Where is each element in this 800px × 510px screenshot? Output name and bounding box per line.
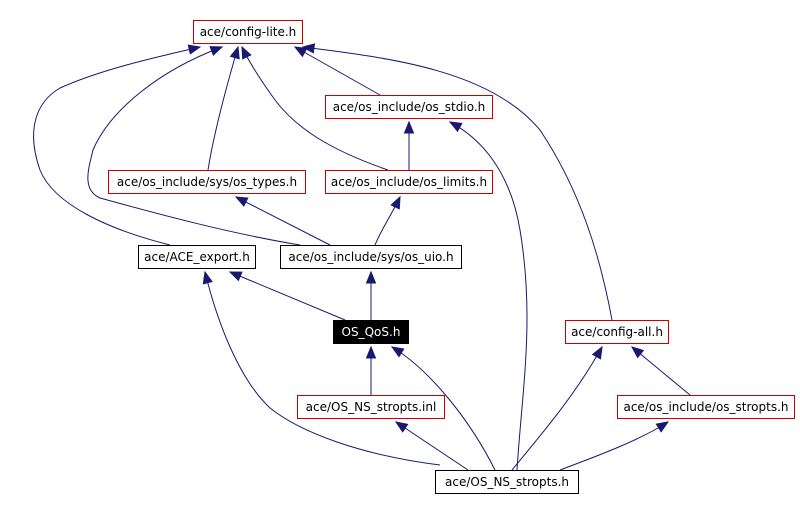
edge-ns_stropts_h-to-os_stropts bbox=[559, 421, 669, 471]
node-label: ace/OS_NS_stropts.h bbox=[445, 475, 569, 489]
arrowhead-config_lite bbox=[293, 46, 308, 58]
node-label: ace/ACE_export.h bbox=[144, 250, 250, 264]
edge-os_uio-to-config_lite bbox=[87, 46, 301, 246]
arrowhead-os_stdio bbox=[403, 120, 415, 134]
node-label: ace/config-all.h bbox=[571, 325, 663, 339]
arrowhead-os_limits bbox=[390, 195, 401, 210]
arrowhead-config_lite bbox=[301, 43, 316, 54]
node-label: ace/os_include/os_stropts.h bbox=[623, 400, 789, 414]
edge-ace_export-to-config_lite bbox=[33, 46, 201, 246]
edge-ns_stropts_h-to-config_all bbox=[511, 346, 603, 471]
node-os-types-h[interactable]: ace/os_include/sys/os_types.h bbox=[108, 170, 306, 194]
node-os-limits-h[interactable]: ace/os_include/os_limits.h bbox=[325, 170, 493, 194]
node-config-all-h[interactable]: ace/config-all.h bbox=[565, 320, 669, 344]
node-label: ace/config-lite.h bbox=[199, 25, 297, 39]
node-os-ns-stropts-h[interactable]: ace/OS_NS_stropts.h bbox=[435, 470, 579, 494]
arrowhead-os_stropts bbox=[655, 421, 670, 433]
node-label: OS_QoS.h bbox=[341, 325, 401, 339]
edge-ns_stropts_h-to-os_stdio bbox=[449, 121, 528, 471]
arrowhead-os_types bbox=[234, 196, 249, 207]
edge-os_uio-to-os_types bbox=[235, 196, 331, 246]
edge-os_stropts-to-config_all bbox=[631, 346, 691, 396]
arrowhead-os_uio bbox=[365, 270, 377, 284]
arrowhead-config_lite bbox=[187, 44, 202, 55]
node-label: ace/os_include/sys/os_types.h bbox=[116, 175, 298, 189]
edge-config_all-to-config_lite bbox=[302, 46, 613, 321]
node-config-lite-h[interactable]: ace/config-lite.h bbox=[193, 20, 303, 44]
node-ace-export-h[interactable]: ace/ACE_export.h bbox=[138, 245, 256, 269]
edge-layer bbox=[33, 43, 691, 471]
arrowhead-config_all bbox=[630, 346, 645, 359]
arrowhead-config_lite bbox=[209, 46, 224, 56]
edge-ns_stropts_h-to-ns_stropts_inl bbox=[395, 421, 469, 471]
node-os-stropts-h[interactable]: ace/os_include/os_stropts.h bbox=[617, 395, 795, 419]
arrowhead-config_lite bbox=[241, 45, 252, 60]
edge-os_qos-to-ace_export bbox=[229, 271, 346, 321]
arrowhead-config_lite bbox=[229, 45, 240, 60]
edge-ns_stropts_h-to-os_qos bbox=[391, 346, 496, 471]
node-os-uio-h[interactable]: ace/os_include/sys/os_uio.h bbox=[280, 245, 462, 269]
edge-os_types-to-config_lite bbox=[207, 46, 239, 171]
node-label: ace/OS_NS_stropts.inl bbox=[305, 400, 437, 414]
edge-os_limits-to-config_lite bbox=[241, 46, 389, 171]
edge-os_stdio-to-config_lite bbox=[294, 46, 381, 96]
node-label: ace/os_include/os_stdio.h bbox=[332, 100, 486, 114]
node-os-stdio-h[interactable]: ace/os_include/os_stdio.h bbox=[325, 95, 493, 119]
arrowhead-ns_stropts_inl bbox=[394, 421, 409, 433]
arrowhead-ace_export bbox=[202, 270, 213, 285]
node-os-ns-stropts-inl[interactable]: ace/OS_NS_stropts.inl bbox=[297, 395, 445, 419]
arrowhead-os_qos bbox=[390, 346, 405, 358]
arrowhead-ace_export bbox=[228, 271, 243, 282]
node-os-qos-h: OS_QoS.h bbox=[333, 320, 409, 344]
node-label: ace/os_include/os_limits.h bbox=[330, 175, 488, 189]
arrowhead-os_qos bbox=[365, 345, 377, 359]
node-label: ace/os_include/sys/os_uio.h bbox=[288, 250, 454, 264]
arrowhead-config_all bbox=[591, 345, 603, 360]
edge-ns_stropts_h-to-ace_export bbox=[204, 271, 441, 466]
arrowhead-os_stdio bbox=[448, 121, 463, 133]
